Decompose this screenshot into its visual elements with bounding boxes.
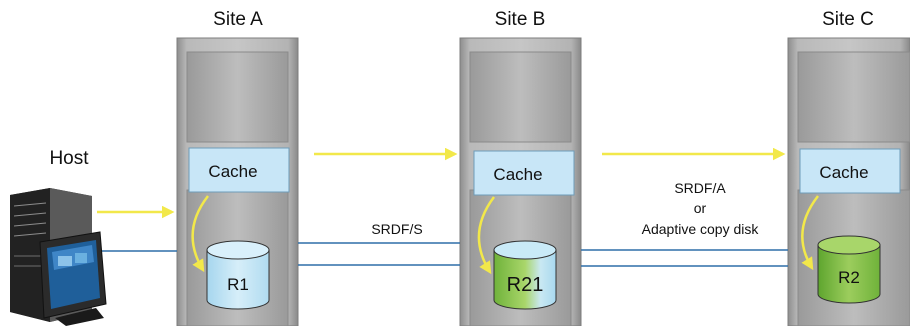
site-a: Site A Cache R1	[176, 9, 299, 326]
srdf-s-label: SRDF/S	[371, 221, 422, 237]
site-c-disk-label: R2	[838, 268, 860, 287]
site-b-disk-label: R21	[507, 274, 544, 296]
srdf-a-label-line1: SRDF/A	[674, 180, 726, 196]
host-label: Host	[49, 148, 89, 169]
site-b-cache-label: Cache	[493, 165, 542, 184]
site-b-cache-to-disk-arrow	[477, 196, 495, 275]
site-a-disk: R1	[206, 240, 270, 310]
site-c: Site C Cache R2	[787, 9, 910, 326]
site-a-disk-label: R1	[227, 275, 249, 294]
site-b-disk: R21	[493, 240, 557, 310]
site-c-title: Site C	[822, 9, 874, 30]
site-a-cache-to-disk-arrow	[191, 195, 209, 273]
site-c-disk: R2	[817, 235, 881, 304]
host: Host	[10, 148, 107, 326]
data-flow-arrows	[97, 147, 786, 219]
site-c-cache: Cache	[799, 148, 901, 194]
site-b-title: Site B	[495, 9, 546, 30]
site-b: Site B Cache R21	[459, 9, 582, 326]
links: SRDF/S SRDF/A or Adaptive copy disk	[92, 180, 788, 267]
monitor-icon	[39, 231, 107, 326]
site-b-cache: Cache	[473, 150, 575, 196]
site-c-cache-to-disk-arrow	[801, 195, 819, 271]
site-c-cache-label: Cache	[819, 163, 868, 182]
srdf-a-label-line3: Adaptive copy disk	[642, 221, 760, 237]
site-a-cache: Cache	[188, 147, 290, 193]
site-a-cache-label: Cache	[208, 162, 257, 181]
srdf-a-label-line2: or	[694, 200, 707, 216]
site-a-title: Site A	[213, 9, 263, 30]
